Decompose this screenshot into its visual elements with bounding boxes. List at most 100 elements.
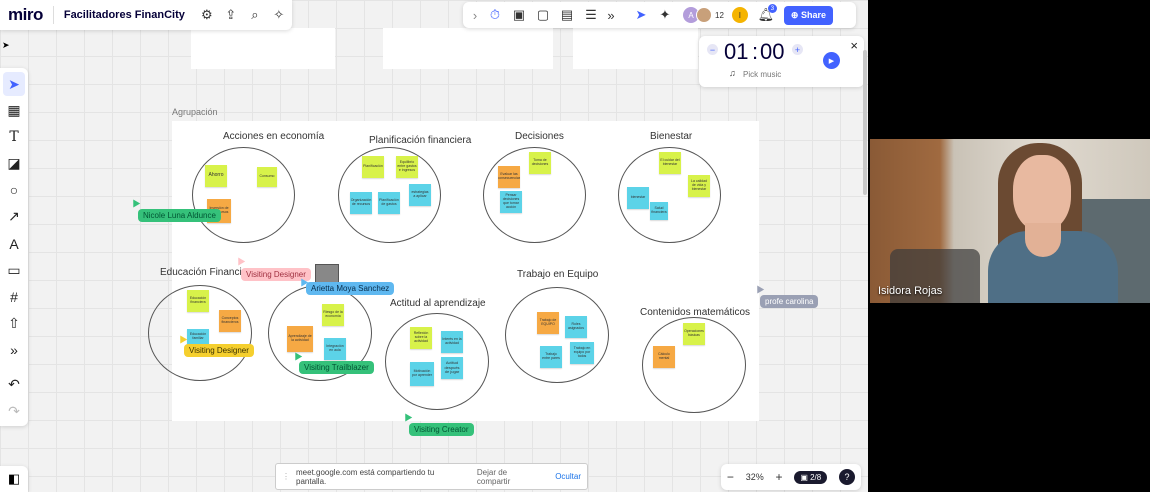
timer-icon[interactable]: ⏱: [489, 7, 501, 22]
sticky-note[interactable]: Trabajo de EQUIPO: [537, 312, 559, 334]
sticky-note[interactable]: Actitud después de jugar: [441, 357, 463, 379]
sticky-note[interactable]: Aprendizaje de la actividad: [287, 326, 313, 352]
timer-seconds[interactable]: 00: [760, 39, 785, 64]
sticky-note[interactable]: El cuidar del bienestar: [659, 152, 681, 174]
sticky-note[interactable]: Motivación por aprender: [410, 362, 434, 386]
celebrate-icon[interactable]: ✦: [659, 7, 671, 22]
collaborator-cursor: Visiting Creator: [409, 423, 474, 436]
frame-tool-icon[interactable]: #: [10, 288, 18, 305]
sticky-note[interactable]: Trabajo entre pares: [540, 346, 562, 368]
stop-sharing-button[interactable]: Dejar de compartir: [476, 467, 511, 486]
help-icon[interactable]: ?: [839, 469, 856, 485]
avatar[interactable]: [696, 7, 712, 23]
sticky-note[interactable]: Consumo: [257, 167, 277, 187]
sticky-note[interactable]: Planificación: [362, 156, 384, 178]
share-button[interactable]: ⊕ Share: [783, 5, 833, 25]
magic-wand-icon[interactable]: ✧: [273, 7, 285, 22]
templates-icon[interactable]: ▦: [7, 102, 21, 119]
cluster-circle[interactable]: [642, 317, 746, 413]
text-tool-icon[interactable]: T: [9, 129, 19, 146]
sticky-note[interactable]: Salud financiera: [650, 202, 668, 220]
bell-icon[interactable]: 🔔︎3: [754, 3, 778, 27]
board-frame-top-1: [191, 28, 335, 69]
sidebar-toggle[interactable]: ◧: [0, 466, 28, 492]
timer-plus-button[interactable]: +: [792, 44, 803, 55]
comment-icon[interactable]: ▢: [536, 7, 550, 22]
hide-button[interactable]: Ocultar: [555, 472, 581, 481]
timer-minutes[interactable]: 01: [724, 39, 749, 64]
participant-count[interactable]: 12: [715, 10, 724, 20]
user-avatar[interactable]: I: [731, 7, 748, 23]
miro-logo[interactable]: miro: [8, 5, 43, 24]
sticky-note[interactable]: Operaciones básicas: [683, 323, 705, 345]
sticky-note[interactable]: Equilibrio entre gastos e ingresos: [396, 156, 418, 178]
connection-line-icon[interactable]: ↗: [8, 208, 20, 225]
upload-icon[interactable]: ⇪: [225, 7, 237, 22]
sticky-note[interactable]: bienestar: [627, 187, 649, 209]
frame-label[interactable]: Agrupación: [172, 107, 218, 117]
search-icon[interactable]: ⌕: [251, 7, 259, 22]
play-button[interactable]: ▶: [823, 52, 840, 69]
embedded-image[interactable]: [315, 264, 339, 284]
timer-close-icon[interactable]: ×: [850, 38, 858, 53]
cluster-circle[interactable]: [618, 147, 721, 243]
sticky-note[interactable]: Planificación de gastos: [378, 192, 400, 214]
sticky-note[interactable]: Conceptos financieros: [219, 310, 241, 332]
participant-name: Isidora Rojas: [878, 285, 943, 297]
board-name[interactable]: Facilitadores FinanCity: [63, 9, 185, 21]
drag-handle-icon[interactable]: ⋮: [282, 472, 290, 481]
undo-icon[interactable]: ↶: [8, 376, 20, 393]
sticky-note[interactable]: Pensar decisiones que tomar acción: [500, 191, 522, 213]
sticky-note[interactable]: La calidad de vida y bienestar: [688, 175, 710, 197]
zoom-out-button[interactable]: −: [726, 470, 734, 484]
reactions-icon[interactable]: ➤: [635, 7, 647, 22]
frames-count: 2/8: [810, 472, 822, 482]
cluster-circle[interactable]: [148, 285, 252, 381]
sticky-note[interactable]: Cálculo mental: [653, 346, 675, 368]
cluster-circle[interactable]: [192, 147, 295, 243]
frames-icon[interactable]: ▣: [512, 7, 526, 22]
sticky-note[interactable]: Toma de decisiones: [529, 152, 551, 174]
notification-badge: 3: [767, 4, 777, 13]
cluster-circle[interactable]: [483, 147, 586, 243]
select-tool-icon[interactable]: ➤: [3, 72, 25, 96]
upload-tool-icon[interactable]: ⇧: [8, 314, 20, 331]
notes-icon[interactable]: ☰: [585, 7, 597, 22]
sticky-note[interactable]: Roles asignados: [565, 316, 587, 338]
sticky-note[interactable]: estrategias a aplicar: [409, 184, 431, 206]
settings-icon[interactable]: ⚙: [201, 7, 213, 22]
cluster-circle[interactable]: [505, 287, 609, 383]
miro-board-canvas[interactable]: Agrupación Acciones en economía Planific…: [0, 0, 868, 492]
sticky-note[interactable]: Evaluar las consecuencias: [498, 166, 520, 188]
collaborator-cursor: Nicole Luna Aldunce: [138, 209, 221, 222]
sticky-note[interactable]: Integración en aula: [324, 338, 346, 360]
avatar[interactable]: A: [683, 7, 699, 23]
more-chevron-icon[interactable]: »: [607, 7, 615, 23]
zoom-level[interactable]: 32%: [745, 472, 764, 482]
pick-music-link[interactable]: Pick music: [743, 70, 782, 79]
participant-video-tile[interactable]: Isidora Rojas: [870, 139, 1150, 303]
sticky-note[interactable]: Trabajo en equipo por todos: [570, 342, 594, 364]
more-tools-icon[interactable]: »: [10, 341, 18, 358]
comment-tool-icon[interactable]: ▭: [7, 261, 21, 278]
vertical-scrollbar[interactable]: [863, 50, 867, 195]
shape-tool-icon[interactable]: ○: [9, 182, 19, 199]
timer-minus-button[interactable]: −: [707, 44, 718, 55]
sticky-note[interactable]: Ahorro: [205, 165, 227, 187]
sticky-note[interactable]: Educación familiar: [187, 329, 209, 345]
cluster-circle[interactable]: [338, 147, 441, 243]
pen-tool-icon[interactable]: A: [9, 235, 19, 252]
sticky-note[interactable]: Reflexión sobre la actividad: [410, 327, 432, 349]
cluster-circle[interactable]: [385, 313, 489, 410]
sticky-note[interactable]: Interés en la actividad: [441, 331, 463, 353]
present-icon[interactable]: ▤: [560, 7, 574, 22]
frames-navigator-button[interactable]: ▣ 2/8: [794, 470, 828, 484]
redo-icon[interactable]: ↷: [8, 402, 20, 419]
sticky-note-icon[interactable]: ◪: [7, 155, 21, 172]
sticky-note[interactable]: Educación financiera: [187, 290, 209, 312]
sticky-note[interactable]: Riesgo de la economía: [322, 304, 344, 326]
chevron-right-icon[interactable]: ›: [472, 7, 478, 23]
zoom-in-button[interactable]: +: [775, 470, 783, 484]
video-person-face: [1013, 155, 1071, 231]
sticky-note[interactable]: Organización de recursos: [350, 192, 372, 214]
